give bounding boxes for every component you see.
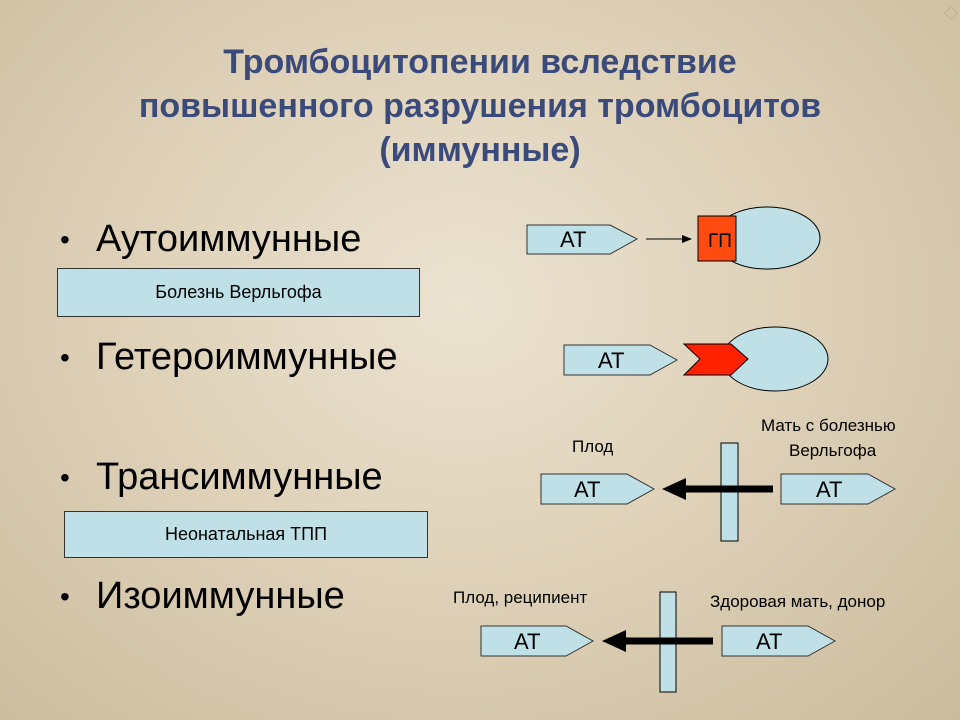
title-line-3: (иммунные)	[379, 131, 581, 169]
bullet-label: Гетероиммунные	[96, 336, 398, 378]
antibody-label: АТ	[514, 629, 540, 654]
bullet-label: Изоиммунные	[96, 575, 345, 617]
slide-title: Тромбоцитопении вследствие повышенного р…	[60, 40, 900, 172]
antibody-label: АТ	[598, 348, 624, 373]
bullet-dot-icon: •	[60, 461, 70, 493]
fetal-antibody-shape	[540, 473, 656, 505]
bullet-autoimmune: • Аутоиммунные	[60, 218, 361, 261]
antibody-label: АТ	[560, 227, 586, 252]
donor-caption: Здоровая мать, донор	[710, 592, 885, 611]
mother-caption-line-2: Верльгофа	[789, 441, 877, 460]
bullet-isoimmune: • Изоиммунные	[60, 575, 345, 618]
mother-caption-line-1: Мать с болезнью	[761, 416, 896, 435]
note-label: Неонатальная ТПП	[164, 524, 328, 544]
note-label: Болезнь Верльгофа	[155, 282, 322, 302]
donor-antibody-shape	[721, 625, 837, 657]
bullet-label: Аутоиммунные	[96, 218, 362, 260]
title-line-1: Тромбоцитопении вследствие	[223, 43, 737, 81]
antibody-label: АТ	[756, 629, 782, 654]
title-line-2: повышенного разрушения тромбоцитов	[138, 87, 822, 125]
bullet-heteroimmune: • Гетероиммунные	[60, 336, 398, 379]
antibody-label: АТ	[574, 477, 600, 502]
bullet-dot-icon: •	[60, 341, 70, 373]
werlhof-disease-box: Болезнь Верльгофа	[57, 268, 420, 317]
bullet-dot-icon: •	[60, 580, 70, 612]
bullet-label: Трансиммунные	[96, 456, 383, 498]
antibody-arrow-shape	[563, 344, 679, 376]
bullet-transimmune: • Трансиммунные	[60, 456, 383, 499]
transfer-arrow-head	[662, 478, 686, 500]
maternal-antibody-shape	[780, 473, 897, 505]
recipient-caption: Плод, реципиент	[453, 588, 587, 607]
transfer-arrow-head	[602, 630, 626, 652]
recipient-antibody-shape	[480, 625, 595, 657]
antibody-arrow-shape	[526, 224, 639, 255]
fetus-caption: Плод	[572, 437, 613, 456]
antigen-hapten-shape	[682, 343, 749, 376]
autoimmune-diagram: АТ ГП	[526, 206, 821, 270]
transimmune-diagram: Плод Мать с болезнью Верльгофа АТ АТ	[540, 416, 897, 542]
heteroimmune-diagram: АТ	[563, 326, 829, 392]
isoimmune-diagram: Плод, реципиент Здоровая мать, донор АТ …	[453, 588, 885, 693]
neonatal-tpp-box: Неонатальная ТПП	[64, 511, 428, 558]
glycoprotein-box	[697, 215, 737, 262]
glycoprotein-label: ГП	[708, 231, 732, 252]
bullet-dot-icon: •	[60, 223, 70, 255]
antibody-label: АТ	[816, 477, 842, 502]
